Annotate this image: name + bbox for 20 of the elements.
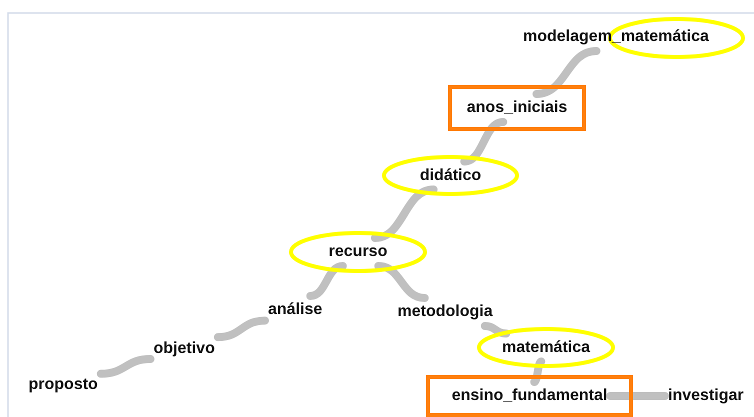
keyword-text: análise	[265, 296, 326, 324]
connector-curve	[214, 316, 269, 342]
connector-curve	[606, 392, 669, 400]
keyword-text: objetivo	[150, 335, 218, 363]
highlight-frame	[426, 375, 633, 417]
keyword-text: ensino_fundamental	[448, 382, 610, 410]
connector-curve	[480, 322, 510, 338]
highlight-ellipse	[382, 155, 519, 196]
connector-curve	[374, 262, 429, 302]
connector-curve	[532, 47, 600, 98]
connector-curve	[96, 355, 154, 378]
keyword-text: investigar	[665, 382, 747, 410]
connector-curve	[460, 118, 508, 166]
keyword-text: anos_iniciais	[464, 94, 570, 122]
keyword-text: proposto	[26, 371, 101, 399]
connector-curve	[530, 358, 546, 386]
highlight-ellipse	[289, 231, 427, 273]
highlight-frame	[448, 85, 586, 131]
keyword-text: metodologia	[394, 298, 496, 326]
highlight-ellipse	[477, 327, 615, 368]
